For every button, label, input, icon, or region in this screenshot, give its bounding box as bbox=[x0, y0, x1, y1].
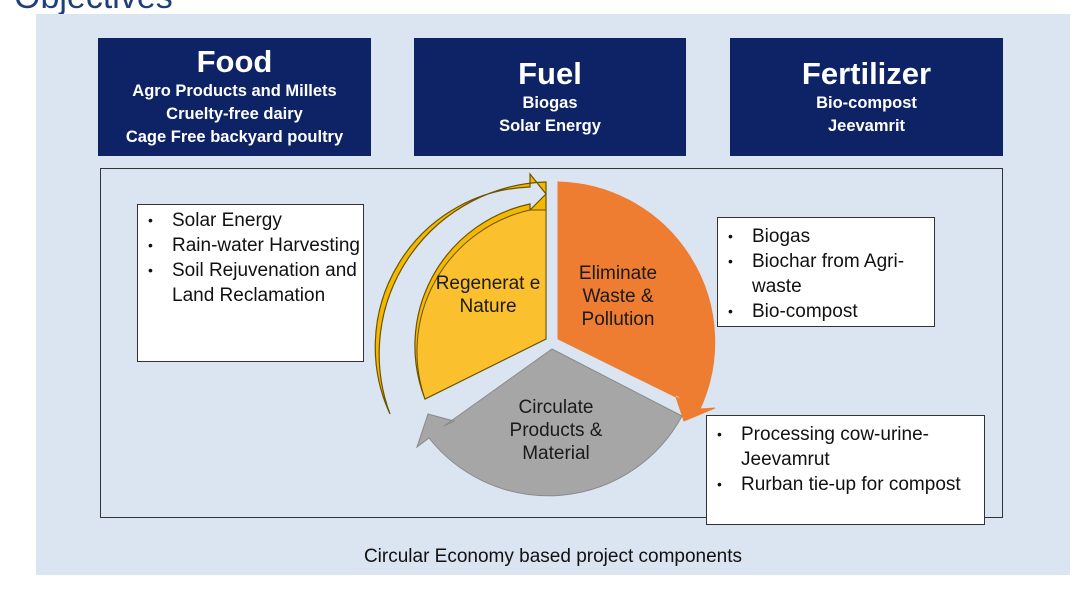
circulate-label: Circulate Products & Material bbox=[509, 397, 603, 464]
regenerate-fill bbox=[416, 209, 547, 400]
list-item: Bio-compost bbox=[718, 299, 934, 324]
list-item: Rain-water Harvesting bbox=[138, 233, 363, 258]
list-item: Solar Energy bbox=[138, 208, 363, 233]
fertilizer-header: Fertilizer Bio-compost Jeevamrit bbox=[730, 38, 1003, 156]
food-header: Food Agro Products and Millets Cruelty-f… bbox=[98, 38, 371, 156]
components-frame bbox=[100, 168, 1003, 518]
right-bottom-list-box: Processing cow-urine- Jeevamrut Rurban t… bbox=[706, 415, 985, 525]
list-item: Processing cow-urine- Jeevamrut bbox=[707, 422, 984, 472]
circular-economy-cycle bbox=[374, 172, 716, 497]
fuel-line: Solar Energy bbox=[499, 117, 601, 135]
food-line: Cruelty-free dairy bbox=[166, 105, 303, 123]
food-line: Agro Products and Millets bbox=[132, 82, 337, 100]
list-item: Rurban tie-up for compost bbox=[707, 472, 984, 497]
circulate-segment bbox=[416, 348, 683, 497]
list-item: Biochar from Agri-waste bbox=[718, 249, 934, 299]
fertilizer-line: Bio-compost bbox=[816, 94, 917, 112]
list-item: Soil Rejuvenation and Land Reclamation bbox=[138, 258, 363, 308]
left-list-box: Solar Energy Rain-water Harvesting Soil … bbox=[137, 204, 364, 362]
slide: Food Agro Products and Millets Cruelty-f… bbox=[36, 14, 1070, 575]
food-title: Food bbox=[196, 44, 273, 79]
food-line: Cage Free backyard poultry bbox=[125, 128, 344, 146]
list-item: Biogas bbox=[718, 224, 934, 249]
diagram-caption: Circular Economy based project component… bbox=[363, 546, 743, 567]
fuel-header: Fuel Biogas Solar Energy bbox=[414, 38, 686, 156]
fuel-title: Fuel bbox=[518, 56, 582, 91]
page-title: Objectives bbox=[14, 0, 173, 17]
right-top-list-box: Biogas Biochar from Agri-waste Bio-compo… bbox=[717, 217, 935, 327]
eliminate-segment bbox=[557, 181, 716, 422]
eliminate-label: Eliminate Waste & Pollution bbox=[578, 263, 658, 330]
regenerate-label: Regenerat e Nature bbox=[435, 273, 541, 317]
fertilizer-line: Jeevamrit bbox=[827, 117, 906, 135]
fuel-line: Biogas bbox=[522, 94, 578, 112]
fertilizer-title: Fertilizer bbox=[801, 56, 932, 91]
